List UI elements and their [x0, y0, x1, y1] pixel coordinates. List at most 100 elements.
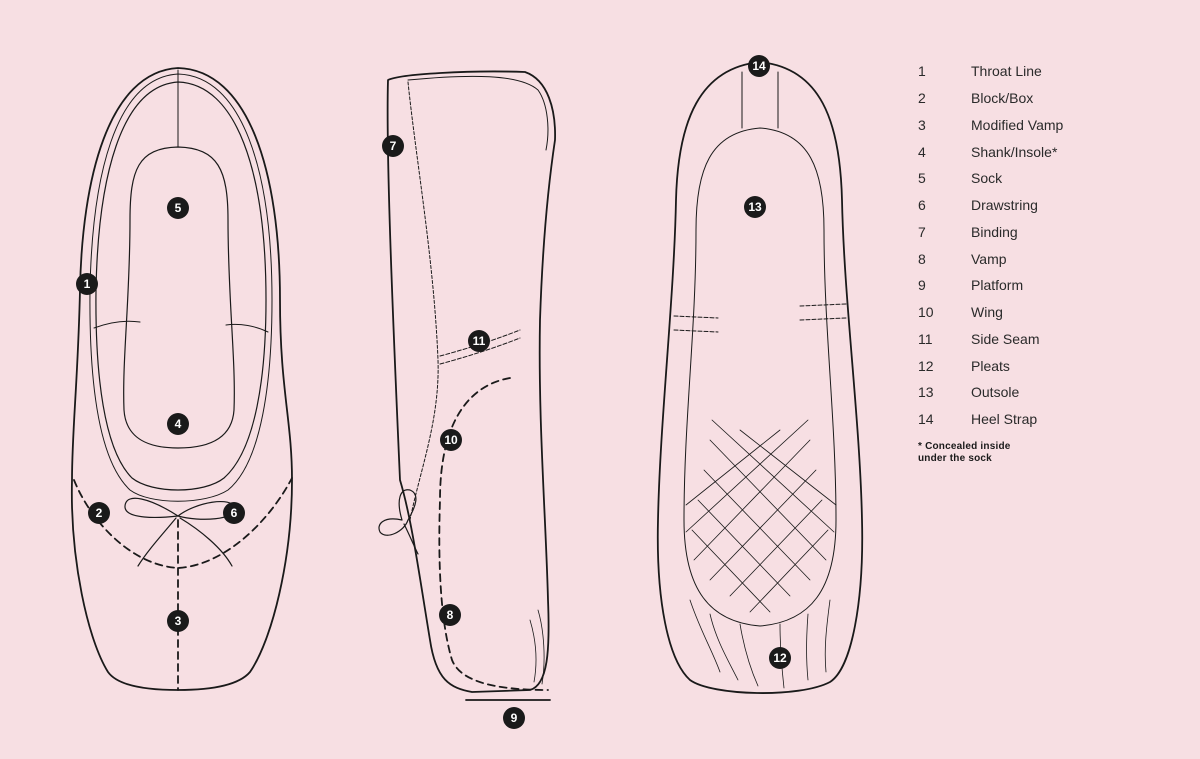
callout-10-label: 10: [444, 433, 458, 447]
side-view-binding: [407, 75, 549, 151]
legend-row: 13 Outsole: [918, 379, 1188, 406]
top-view-sock-crease-left: [93, 320, 141, 329]
legend-number: 3: [918, 116, 926, 133]
callout-12-label: 12: [773, 651, 787, 665]
legend-row: 4 Shank/Insole*: [918, 138, 1188, 165]
outsole-outline: [683, 127, 837, 627]
toe-pleats: [689, 599, 831, 689]
callout-5-label: 5: [175, 201, 182, 215]
legend-label: Modified Vamp: [971, 116, 1064, 133]
legend-row: 2 Block/Box: [918, 85, 1188, 112]
legend-row: 6 Drawstring: [918, 192, 1188, 219]
callout-11-circle: [468, 330, 490, 352]
top-view-throat-inner: [95, 81, 267, 491]
callout-7-circle: [382, 135, 404, 157]
legend-row: 1 Throat Line: [918, 58, 1188, 85]
legend-label: Throat Line: [971, 63, 1042, 80]
callout-3: 3: [167, 610, 189, 632]
callout-9: 9: [503, 707, 525, 729]
callout-6-circle: [223, 502, 245, 524]
sock-outline: [123, 146, 235, 449]
footnote-line-1: * Concealed inside: [918, 440, 1011, 452]
callout-2: 2: [88, 502, 110, 524]
callout-13-label: 13: [748, 200, 762, 214]
top-view-sock-crease-right: [225, 323, 269, 333]
legend-row: 8 Vamp: [918, 245, 1188, 272]
legend-number: 11: [918, 330, 933, 347]
legend-row: 14 Heel Strap: [918, 406, 1188, 433]
callout-3-label: 3: [175, 614, 182, 628]
bottom-side-seam-left: [673, 315, 719, 333]
side-pleat-lines: [529, 609, 545, 685]
callout-3-circle: [167, 610, 189, 632]
legend-label: Side Seam: [971, 330, 1040, 347]
legend-row: 12 Pleats: [918, 352, 1188, 379]
side-drawstring: [378, 489, 419, 555]
callout-2-label: 2: [96, 506, 103, 520]
callout-6: 6: [223, 502, 245, 524]
legend-label: Shank/Insole*: [971, 143, 1058, 160]
legend-number: 5: [918, 170, 926, 187]
callout-13-circle: [744, 196, 766, 218]
legend-label: Pleats: [971, 357, 1010, 374]
side-view-outline: [386, 70, 556, 693]
bottom-side-seam-right: [799, 303, 847, 321]
heel-strap: [741, 71, 779, 129]
callout-4-circle: [167, 413, 189, 435]
footnote-line-2: under the sock: [918, 452, 992, 464]
legend-number: 13: [918, 384, 934, 401]
callout-2-circle: [88, 502, 110, 524]
legend-row: 9 Platform: [918, 272, 1188, 299]
legend-row: 7 Binding: [918, 219, 1188, 246]
callout-5: 5: [167, 197, 189, 219]
callout-8-label: 8: [447, 608, 454, 622]
callout-6-label: 6: [231, 506, 238, 520]
legend-label: Wing: [971, 304, 1003, 321]
legend-number: 8: [918, 250, 926, 267]
callout-9-circle: [503, 707, 525, 729]
callout-10: 10: [440, 429, 462, 451]
callout-5-circle: [167, 197, 189, 219]
callout-12: 12: [769, 647, 791, 669]
callout-1-circle: [76, 273, 98, 295]
callout-11-label: 11: [473, 334, 486, 348]
callout-7-label: 7: [390, 139, 397, 153]
callout-13: 13: [744, 196, 766, 218]
legend-number: 14: [918, 411, 934, 428]
legend-number: 6: [918, 197, 926, 214]
legend-number: 2: [918, 90, 926, 107]
callout-4-label: 4: [175, 417, 182, 431]
callout-9-label: 9: [511, 711, 518, 725]
legend-label: Vamp: [971, 250, 1007, 267]
legend-label: Sock: [971, 170, 1003, 187]
callout-1: 1: [76, 273, 98, 295]
block-box-dashed-line: [73, 477, 293, 569]
legend-label: Block/Box: [971, 90, 1034, 107]
legend-number: 12: [918, 357, 934, 374]
side-view-heel-seam: [407, 81, 439, 521]
legend-label: Outsole: [971, 384, 1020, 401]
legend-number: 4: [918, 143, 926, 160]
callout-10-circle: [440, 429, 462, 451]
callout-14-circle: [748, 55, 770, 77]
legend-number: 1: [918, 63, 926, 80]
legend-row: 3 Modified Vamp: [918, 112, 1188, 139]
legend-row: 5 Sock: [918, 165, 1188, 192]
legend-number: 10: [918, 304, 934, 321]
shoe-top-view: [70, 67, 293, 691]
callout-12-circle: [769, 647, 791, 669]
callout-14: 14: [748, 55, 770, 77]
legend-number: 9: [918, 277, 926, 294]
footnote: * Concealed inside under the sock: [918, 441, 1048, 465]
legend-label: Platform: [971, 277, 1024, 294]
shoe-side-view: [378, 70, 556, 701]
callout-8-circle: [439, 604, 461, 626]
legend-label: Heel Strap: [971, 411, 1038, 428]
callout-8: 8: [439, 604, 461, 626]
callout-7: 7: [382, 135, 404, 157]
callout-11: 11: [468, 330, 490, 352]
callout-14-label: 14: [752, 59, 766, 73]
legend-row: 11 Side Seam: [918, 326, 1188, 353]
wing-dashed-line: [438, 377, 549, 691]
